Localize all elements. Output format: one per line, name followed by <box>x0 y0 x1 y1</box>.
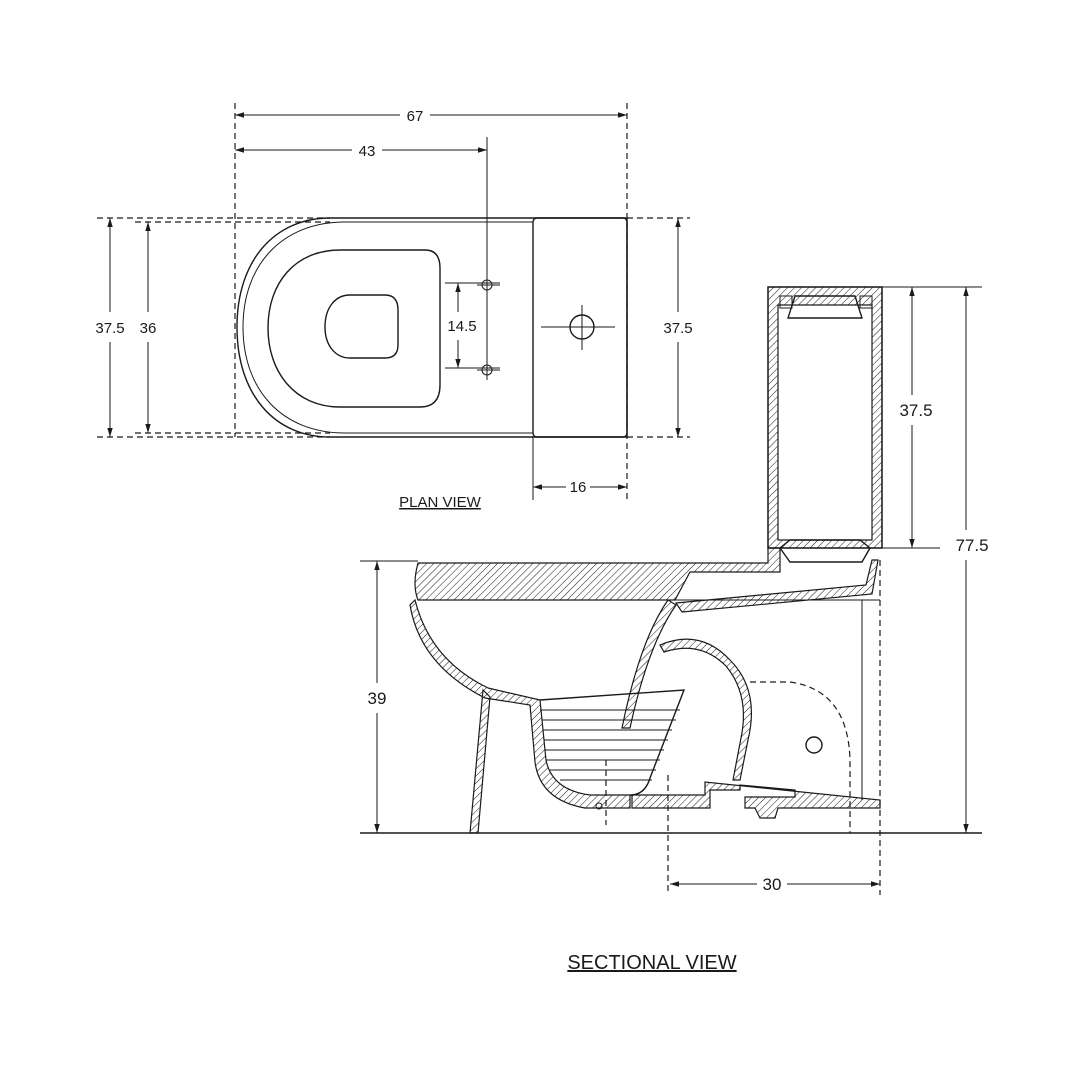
dim-width-outer: 37.5 <box>95 320 124 337</box>
plan-dimensions: 67 43 37.5 36 14.5 37.5 16 <box>95 108 692 496</box>
bowl-section <box>409 547 881 895</box>
bowl-opening <box>324 294 399 359</box>
dim-tank-height: 37.5 <box>899 401 932 420</box>
dim-width-inner: 36 <box>140 320 157 337</box>
bowl-rim <box>242 221 533 434</box>
sectional-extension-lines <box>360 286 982 834</box>
dim-tank-depth: 16 <box>570 479 587 496</box>
plan-extension-lines <box>97 103 690 500</box>
dim-hole-distance: 43 <box>359 143 376 160</box>
water-lines <box>540 709 680 781</box>
dim-hole-spacing: 14.5 <box>447 318 476 335</box>
bowl-outline <box>236 217 628 438</box>
plan-view: 67 43 37.5 36 14.5 37.5 16 PLAN VIEW <box>95 103 693 511</box>
dim-overall-length: 67 <box>407 108 424 125</box>
sectional-view: 37.5 77.5 39 30 SECTIONAL VIEW <box>360 286 989 974</box>
sectional-view-title: SECTIONAL VIEW <box>567 952 736 974</box>
seat-outline <box>267 249 441 408</box>
fixing-holes <box>477 279 500 376</box>
dim-bowl-height: 39 <box>368 689 387 708</box>
plan-view-title: PLAN VIEW <box>399 494 482 511</box>
dim-outlet-setback: 30 <box>763 875 782 894</box>
flush-button-hole <box>541 305 615 350</box>
dim-tank-width: 37.5 <box>663 320 692 337</box>
cistern-outline <box>532 217 628 438</box>
sectional-dimensions: 37.5 77.5 39 30 <box>368 287 989 894</box>
cistern-section <box>767 286 883 563</box>
dim-overall-height: 77.5 <box>955 536 988 555</box>
